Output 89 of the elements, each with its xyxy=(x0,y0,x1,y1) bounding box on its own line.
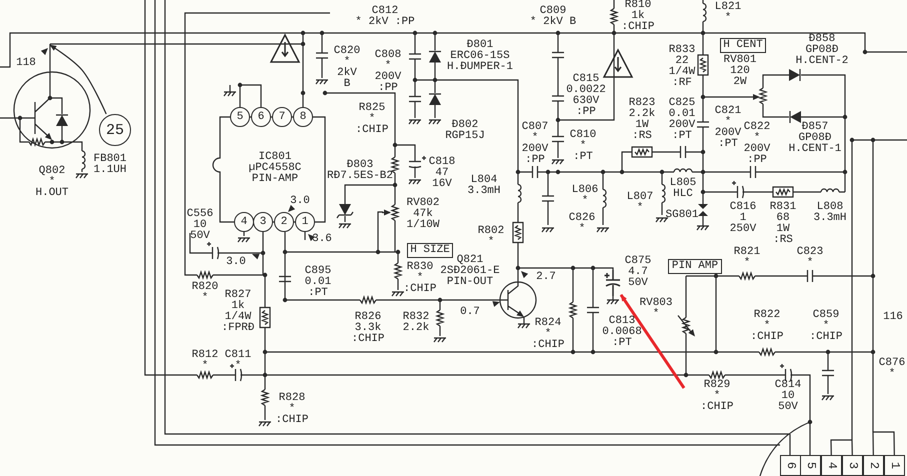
connector-pin: 2 xyxy=(863,455,884,476)
wire-number: 116 xyxy=(883,312,903,323)
component-label: C815 0.0022 630V :PP xyxy=(566,74,606,118)
component-label: C823 * xyxy=(796,247,824,269)
component-label: L805 HLC xyxy=(670,178,696,200)
voltage-label: 2.7 xyxy=(536,272,556,283)
ic-pin: 7 xyxy=(272,107,292,127)
component-label: C811 * xyxy=(224,350,252,372)
component-label: C556 10 50V xyxy=(186,209,214,242)
component-label: C814 10 50V xyxy=(774,380,802,413)
component-label: R802 * xyxy=(478,226,504,248)
component-label: L807 * xyxy=(626,192,654,214)
component-label: R825 * :CHIP xyxy=(356,103,388,136)
component-label: R821 * xyxy=(734,247,760,269)
leader-line xyxy=(49,44,107,114)
component-label: R812 * xyxy=(192,350,218,372)
boxed-label: H SIZE xyxy=(407,243,453,258)
component-label: C816 1 250V xyxy=(730,202,756,235)
ic-pin: 1 xyxy=(295,212,315,232)
component-label: R831 68 1W :RS xyxy=(770,202,796,246)
ic-pin: 2 xyxy=(274,212,294,232)
capacitor-symbol xyxy=(605,270,621,296)
component-label: Ð858 GP08Ð H.CENT-2 xyxy=(796,34,848,67)
component-label: C826 * xyxy=(568,213,596,235)
component-label: IC801 µPC4558C PIN-AMP xyxy=(248,152,302,185)
voltage-label: 3.6 xyxy=(312,234,332,245)
component-label: Q802 * H.OUT xyxy=(36,166,68,199)
connector-pin: 1 xyxy=(884,455,905,476)
component-label: R827 1k 1/4W :FPRÐ xyxy=(222,290,254,334)
component-label: C810 * :PT xyxy=(570,130,596,163)
component-label: C821 * 200V :PT xyxy=(714,106,742,150)
component-label: L808 3.3mH xyxy=(814,202,846,224)
component-label: Ð802 RGP15J xyxy=(445,120,485,142)
ic-pin: 5 xyxy=(230,107,250,127)
callout-circle: 25 xyxy=(99,114,131,146)
component-label: C859 * :CHIP xyxy=(810,310,842,343)
component-label: C875 4.7 50V xyxy=(624,256,652,289)
wire xyxy=(830,439,853,456)
component-label: C809 * 2kV B xyxy=(530,6,576,28)
component-label: FB801 1.1UH xyxy=(94,154,126,176)
component-label: R824 * :CHIP xyxy=(532,318,564,351)
component-label: R833 22 1/4W :RF xyxy=(668,45,696,89)
component-label: R826 3.3k :CHIP xyxy=(352,312,384,345)
component-label: R832 2.2k xyxy=(402,312,430,334)
connector-pin: 3 xyxy=(842,455,863,476)
component-label: C895 0.01 :PT xyxy=(304,266,332,299)
component-label: Ð857 GP08Ð H.CENT-1 xyxy=(788,122,842,155)
wire xyxy=(872,431,895,456)
component-label: R829 * :CHIP xyxy=(700,380,734,413)
component-label: L804 3.3mH xyxy=(468,175,500,197)
component-label: R823 2.2k 1W :RS xyxy=(628,98,656,142)
voltage-label: 0.7 xyxy=(460,307,480,318)
component-label: L806 * xyxy=(572,185,598,207)
component-label: R822 * :CHIP xyxy=(750,310,784,343)
component-label: RV803 * xyxy=(640,298,672,320)
component-label: R810 1k :CHIP xyxy=(622,0,654,33)
component-label: R820 * xyxy=(192,282,218,304)
boxed-label: H CENT xyxy=(720,38,766,53)
component-label: C825 0.01 200V :PT xyxy=(668,98,696,142)
wire-number: 118 xyxy=(16,58,36,69)
component-label: RV802 47k 1/10W xyxy=(406,198,440,231)
boxed-label: PIN AMP xyxy=(668,259,722,274)
component-label: R830 * :CHIP xyxy=(404,262,436,295)
connector-pin: 6 xyxy=(780,455,801,476)
component-label: SG801 xyxy=(666,210,698,221)
component-label: RV801 120 2W xyxy=(724,55,756,88)
component-label: C813 0.0068 :PT xyxy=(602,316,642,349)
component-label: Ð801 ERC06-15S H.ÐUMPER-1 xyxy=(447,40,513,73)
arrow xyxy=(620,294,686,389)
connector-pin: 5 xyxy=(800,455,821,476)
component-label: C822 * 200V :PP xyxy=(744,122,770,166)
connector-pin: 4 xyxy=(821,455,842,476)
component-label: C876 * xyxy=(878,358,906,380)
component-label: Q821 2SÐ2061-E PIN-OUT xyxy=(440,255,500,288)
component-label: R828 * :CHIP xyxy=(276,393,308,426)
component-label: C818 47 16V xyxy=(428,157,456,190)
ic-pin: 8 xyxy=(293,107,313,127)
voltage-label: 3.0 xyxy=(226,257,246,268)
ic-pin: 4 xyxy=(234,212,254,232)
component-label: C812 * 2kV :PP xyxy=(355,6,415,28)
ic-pin: 6 xyxy=(251,107,271,127)
component-label: C820 * 2kV B xyxy=(334,46,360,90)
component-label: Ð803 RÐ7.5ES-B2 xyxy=(327,160,393,182)
component-label: C807 * 200V :PP xyxy=(522,122,548,166)
component-label: L821 * xyxy=(714,2,742,24)
ic-pin: 3 xyxy=(253,212,273,232)
wire xyxy=(239,84,262,107)
component-label: C808 * 200V :PP xyxy=(374,50,402,94)
voltage-label: 3.0 xyxy=(290,196,310,207)
